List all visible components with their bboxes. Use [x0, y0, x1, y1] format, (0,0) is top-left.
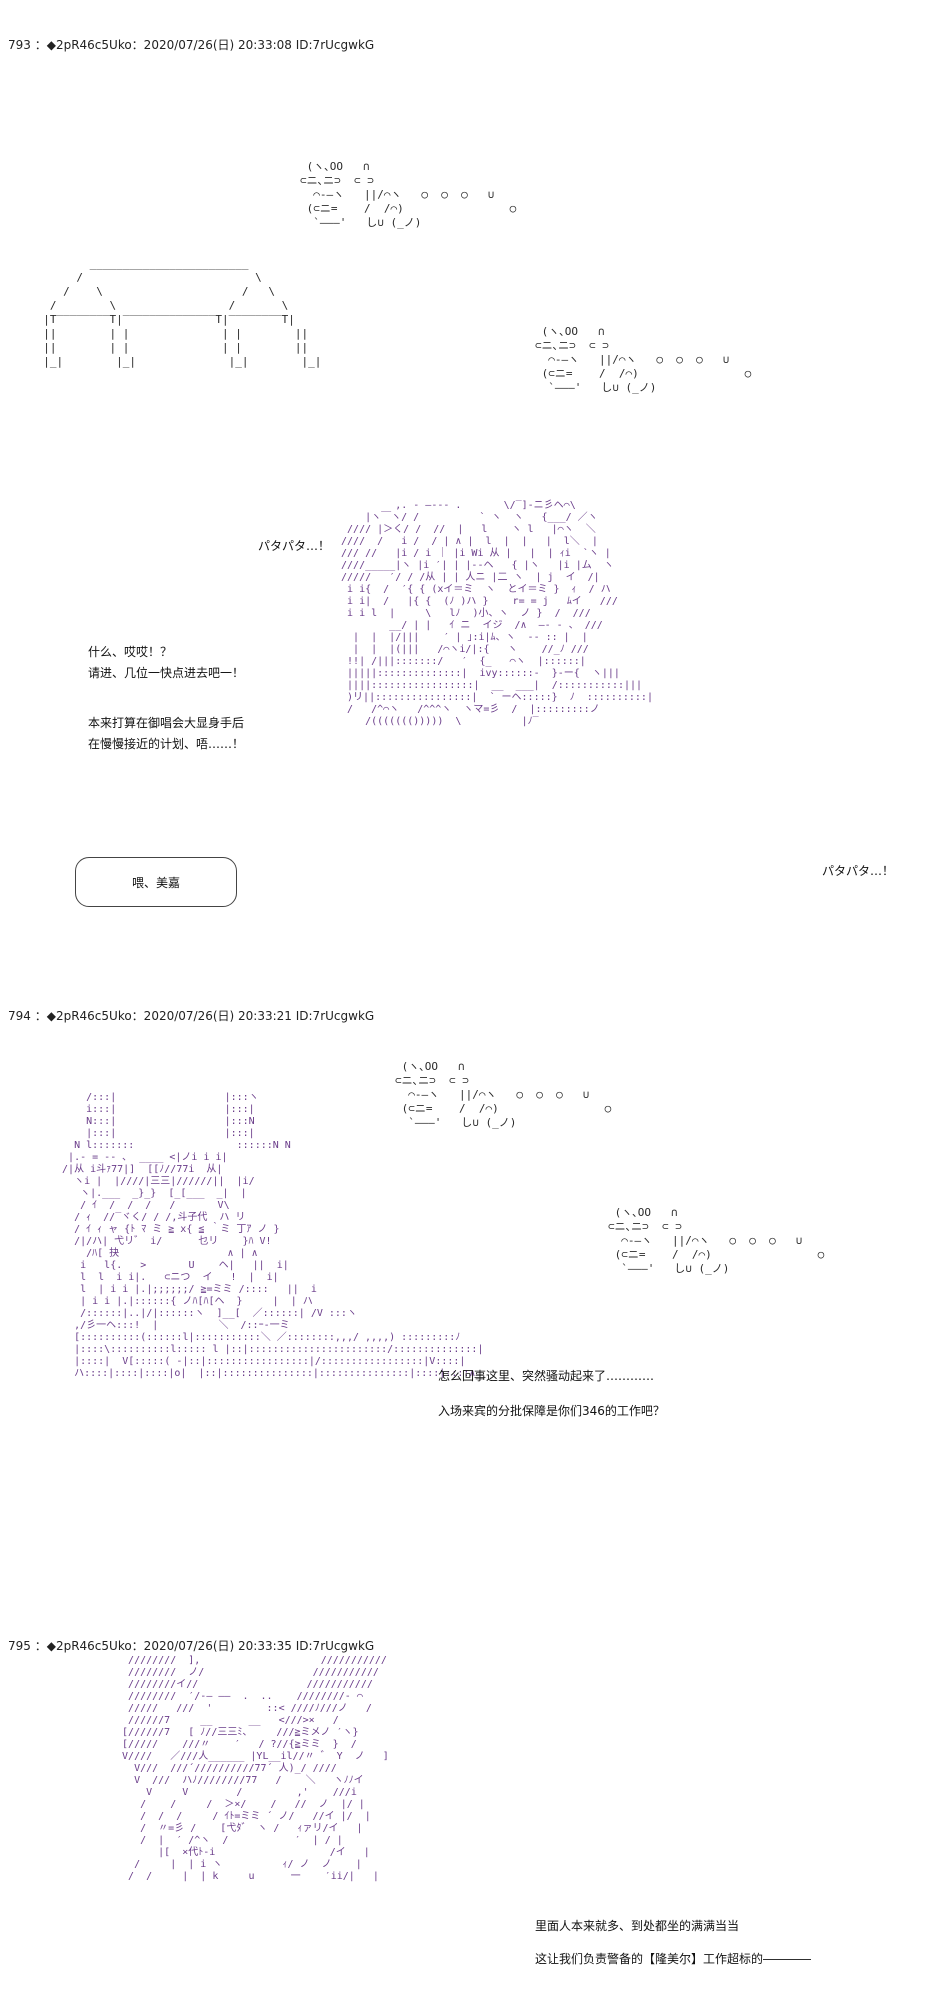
- dialogue-line: 里面人本来就多、到处都坐的满满当当: [535, 1919, 740, 1933]
- speech-bubble: 喂、美嘉: [75, 857, 237, 907]
- dialogue-line: 怎么回事这里、突然骚动起来了…………: [438, 1369, 655, 1383]
- dialogue-line: 在慢慢接近的计划、唔……！: [88, 737, 245, 751]
- dialogue-line: 请进、几位一快点进去吧一！: [88, 666, 245, 680]
- dialogue-line: 这让我们负责警备的【隆美尔】工作超标的――――: [535, 1952, 812, 1966]
- ascii-art-character: //////// ], /////////// //////// ノ/ ////…: [122, 1655, 389, 1882]
- post-header: 795 ：◆2pR46c5Uko：2020/07/26(日) 20:33:35 …: [8, 1639, 375, 1653]
- dialogue-line: 入场来宾的分批保障是你们346的工作吧？: [438, 1404, 665, 1418]
- post-header: 793 ：◆2pR46c5Uko：2020/07/26(日) 20:33:08 …: [8, 38, 375, 52]
- ascii-art-face: (ヽ､OO ∩ ⊂ニ､ニ⊃ ⊂ ⊃ ⌒-―ヽ ||/⌒ヽ ○ ○ ○ ∪ (⊂ニ…: [608, 1206, 825, 1275]
- ascii-art-house: ________________________ / \ / \ / \ / \…: [43, 257, 322, 368]
- ascii-art-face: (ヽ､OO ∩ ⊂ニ､ニ⊃ ⊂ ⊃ ⌒-―ヽ ||/⌒ヽ ○ ○ ○ ∪ (⊂ニ…: [535, 325, 752, 394]
- speech-bubble-text: 喂、美嘉: [131, 875, 180, 890]
- ascii-art-face: (ヽ､OO ∩ ⊂ニ､ニ⊃ ⊂ ⊃ ⌒-―ヽ ||/⌒ヽ ○ ○ ○ ∪ (⊂ニ…: [300, 160, 517, 229]
- ascii-art-character: ,. - ―‐-‐ . \/‾]‐ニ彡ヘ⌒\ |ヽ￣ヽ/ / ` ヽ ヽ {__…: [341, 500, 653, 727]
- post-header: 794 ：◆2pR46c5Uko：2020/07/26(日) 20:33:21 …: [8, 1009, 375, 1023]
- sound-effect: パタパタ…！: [258, 539, 331, 553]
- ascii-art-face: (ヽ､OO ∩ ⊂ニ､ニ⊃ ⊂ ⊃ ⌒-―ヽ ||/⌒ヽ ○ ○ ○ ∪ (⊂ニ…: [395, 1060, 612, 1129]
- dialogue-line: 本来打算在御唱会大显身手后: [88, 716, 245, 730]
- dialogue-line: 什么、哎哎！？: [88, 645, 173, 659]
- ascii-art-character: /:::| |:::ヽ i:::| |:::| N:::| |:::N |:::…: [62, 1092, 484, 1379]
- sound-effect: パタパタ…！: [822, 864, 895, 878]
- post-793: 793 ：◆2pR46c5Uko：2020/07/26(日) 20:33:08 …: [0, 0, 950, 980]
